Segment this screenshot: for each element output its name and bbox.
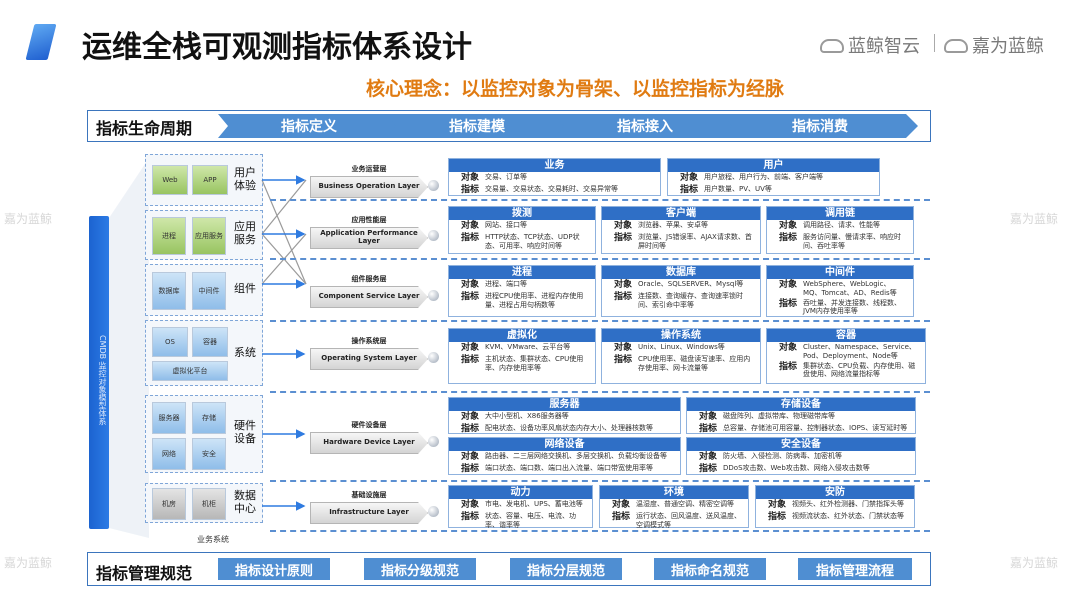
app-box: APP xyxy=(192,165,228,195)
layer-divider xyxy=(270,320,930,322)
stage-ingest: 指标接入 xyxy=(554,114,736,138)
layer-dot xyxy=(428,230,439,241)
group-label: 系统 xyxy=(234,346,256,359)
lifecycle-title: 指标生命周期 xyxy=(96,119,193,138)
page-title: 运维全栈可观测指标体系设计 xyxy=(82,30,472,65)
watermark: 嘉为蓝鲸 xyxy=(1010,212,1059,226)
security-box: 安全 xyxy=(192,438,226,470)
machine-room-box: 机房 xyxy=(152,488,186,520)
group-hardware: 服务器 存储 网络 安全 硬件设备 xyxy=(145,395,263,473)
business-system-label: 业务系统 xyxy=(197,535,229,544)
layer-dot xyxy=(428,436,439,447)
brand-divider xyxy=(934,34,935,52)
layer-divider xyxy=(270,391,930,393)
process-box: 进程 xyxy=(152,217,186,255)
layer-dot xyxy=(428,290,439,301)
mapping-arrows xyxy=(261,175,307,511)
card-storage: 存储设备 对象磁盘阵列、虚拟带库、物理磁带库等 指标总容量、存储池可用容量、控制… xyxy=(686,397,916,434)
network-box: 网络 xyxy=(152,438,186,470)
group-system: OS 容器 虚拟化平台 系统 xyxy=(145,320,263,386)
os-box: OS xyxy=(152,327,188,357)
group-app-service: 进程 应用服务 应用服务 xyxy=(145,210,263,260)
management-title: 指标管理规范 xyxy=(96,564,193,583)
layer-divider xyxy=(270,480,930,482)
cloud-icon xyxy=(820,39,844,53)
group-label: 应用服务 xyxy=(234,220,256,246)
layer-divider xyxy=(270,530,930,532)
database-box: 数据库 xyxy=(152,272,186,310)
app-service-box: 应用服务 xyxy=(192,217,226,255)
layer-dot xyxy=(428,352,439,363)
middleware-box: 中间件 xyxy=(192,272,226,310)
layer-infrastructure: 基础设施层 Infrastructure Layer xyxy=(310,490,428,524)
watermark: 嘉为蓝鲸 xyxy=(4,212,53,226)
card-client: 客户端 对象浏览器、苹果、安卓等 指标浏览量、JS错误率、AJAX请求数、首屏时… xyxy=(601,206,761,254)
server-box: 服务器 xyxy=(152,402,186,434)
card-business: 业务 对象交易、订单等 指标交易量、交易状态、交易耗时、交易异常等 xyxy=(448,158,661,196)
layer-dot xyxy=(428,506,439,517)
stage-model: 指标建模 xyxy=(386,114,568,138)
mgmt-layering-spec: 指标分层规范 xyxy=(510,558,622,580)
web-box: Web xyxy=(152,165,188,195)
cmdb-model-label: CMDB 监控对象模型体系 xyxy=(98,334,107,426)
group-datacenter: 机房 机柜 数据中心 xyxy=(145,483,263,523)
card-server: 服务器 对象大中小型机、X86服务器等 指标配电状态、设备功率风扇状态内存大小、… xyxy=(448,397,681,434)
mgmt-naming-spec: 指标命名规范 xyxy=(654,558,766,580)
stage-consume: 指标消费 xyxy=(722,114,918,138)
stage-define: 指标定义 xyxy=(218,114,400,138)
card-process: 进程 对象进程、端口等 指标进程CPU使用率、进程内存使用量、进程占用句柄数等 xyxy=(448,265,596,317)
mgmt-design-principle: 指标设计原则 xyxy=(218,558,330,580)
layer-application: 应用性能层 Application Performance Layer xyxy=(310,215,428,249)
watermark: 嘉为蓝鲸 xyxy=(1010,556,1059,570)
card-environment: 环境 对象温湿度、普通空调、精密空调等 指标运行状态、回风温度、送风温度、空调模… xyxy=(599,485,749,529)
card-power: 动力 对象市电、发电机、UPS、蓄电池等 指标状态、容量、电压、电流、功率、谐率… xyxy=(448,485,593,529)
container-box: 容器 xyxy=(192,327,228,357)
virtualization-box: 虚拟化平台 xyxy=(152,361,228,381)
layer-os: 操作系统层 Operating System Layer xyxy=(310,336,428,370)
cabinet-box: 机柜 xyxy=(192,488,226,520)
group-label: 硬件设备 xyxy=(234,419,256,445)
group-label: 数据中心 xyxy=(234,489,256,515)
group-label: 用户体验 xyxy=(234,166,256,192)
mgmt-grading-spec: 指标分级规范 xyxy=(364,558,476,580)
group-label: 组件 xyxy=(234,282,256,295)
group-component: 数据库 中间件 组件 xyxy=(145,264,263,316)
layer-divider xyxy=(270,199,930,201)
cmdb-model-bar xyxy=(89,216,109,529)
layer-dot xyxy=(428,180,439,191)
brand-logo-mark xyxy=(25,24,57,60)
card-trace: 调用链 对象调用路径、请求、性能等 指标服务访问量、慢请求率、响应时间、吞吐率等 xyxy=(766,206,914,254)
storage-box: 存储 xyxy=(192,402,226,434)
layer-hardware: 硬件设备层 Hardware Device Layer xyxy=(310,420,428,454)
card-network: 网络设备 对象路由器、二三层网络交换机、多层交换机、负载均衡设备等 指标端口状态… xyxy=(448,437,681,475)
layer-business: 业务运营层 Business Operation Layer xyxy=(310,164,428,198)
fan-connector xyxy=(109,158,149,538)
card-security-facility: 安防 对象视频头、红外检测器、门禁指挥头等 指标视频流状态、红外状态、门禁状态等 xyxy=(755,485,915,528)
card-user: 用户 对象用户旅程、用户行为、前端、客户端等 指标用户数量、PV、UV等 xyxy=(667,158,880,196)
page-subtitle: 核心理念：以监控对象为骨架、以监控指标为经脉 xyxy=(365,78,784,100)
watermark: 嘉为蓝鲸 xyxy=(4,556,53,570)
group-user-experience: Web APP 用户体验 xyxy=(145,154,263,206)
layer-divider xyxy=(270,258,930,260)
cloud-icon xyxy=(944,39,968,53)
brand-logo-a: 蓝鲸智云 xyxy=(820,32,920,58)
layer-component: 组件服务层 Component Service Layer xyxy=(310,274,428,308)
mgmt-process: 指标管理流程 xyxy=(798,558,912,580)
brand-logo-b: 嘉为蓝鲸 xyxy=(944,32,1044,58)
